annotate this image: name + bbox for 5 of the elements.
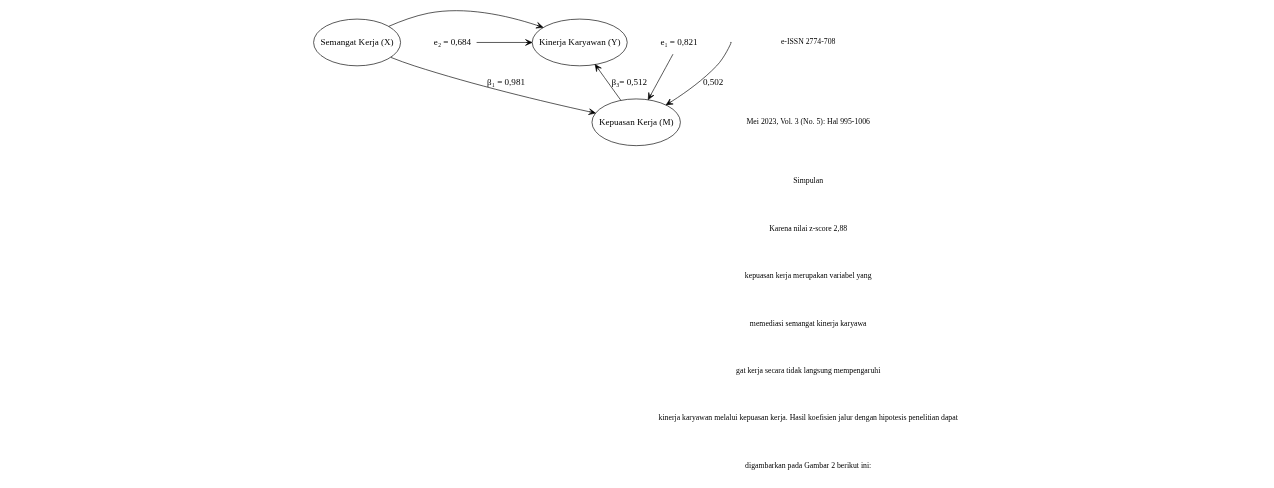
node-text: e₂ = 0,684 — [433, 36, 472, 47]
edge-label: β₃= 0,512 — [611, 76, 648, 87]
edge-label: 0,502 — [702, 76, 724, 87]
edge-label: β₁ = 0,981 — [487, 76, 525, 87]
node-text: e₁ = 0,821 — [660, 36, 698, 47]
